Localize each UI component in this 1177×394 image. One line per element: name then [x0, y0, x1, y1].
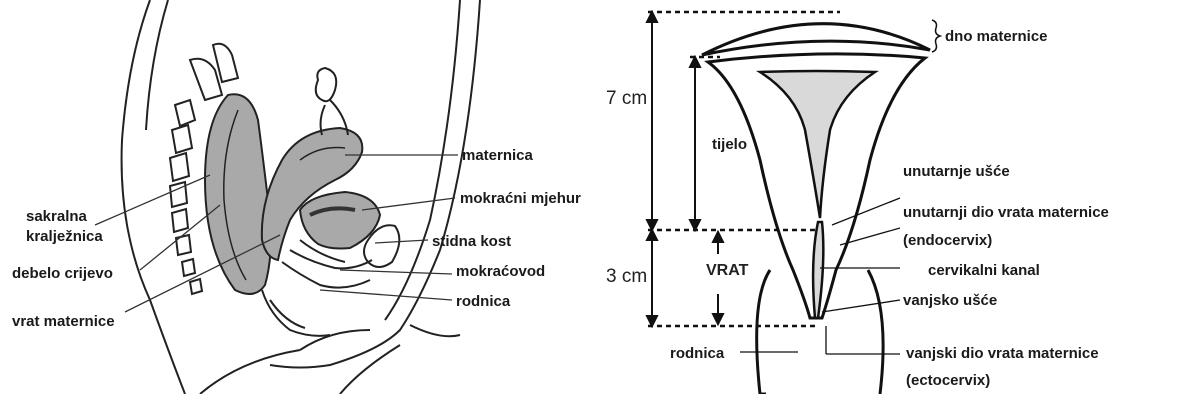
label-unutarnji-dio-1: unutarnji dio vrata maternice — [903, 204, 1109, 221]
label-unutarnji-dio-2: (endocervix) — [903, 232, 992, 249]
leader-mokracovod — [340, 270, 452, 274]
leader-rodnica — [320, 290, 452, 300]
label-rodnica-right: rodnica — [670, 345, 724, 362]
label-vrat: VRAT — [706, 262, 748, 280]
leader-debelo-crijevo — [140, 205, 220, 270]
measure-7cm: 7 cm — [606, 88, 647, 110]
label-rodnica-left: rodnica — [456, 293, 510, 310]
uterus-illustration — [600, 0, 1177, 394]
label-mokracni-mjehur: mokraćni mjehur — [460, 190, 581, 207]
label-vanjski-dio-1: vanjski dio vrata maternice — [906, 345, 1099, 362]
label-vanjski-dio-2: (ectocervix) — [906, 372, 990, 389]
label-stidna-kost: stidna kost — [432, 233, 511, 250]
label-unutarnje-usce: unutarnje ušće — [903, 163, 1010, 180]
label-debelo-crijevo: debelo crijevo — [12, 265, 113, 282]
label-sakralna: sakralna — [26, 208, 87, 225]
label-vrat-maternice: vrat maternice — [12, 313, 115, 330]
label-tijelo: tijelo — [712, 136, 747, 153]
measure-3cm: 3 cm — [606, 266, 647, 288]
label-maternica: maternica — [462, 147, 533, 164]
leader-mokracni-mjehur — [362, 198, 455, 210]
uterus-coronal-diagram: 7 cm 3 cm VRAT dno maternice tijelo unut… — [600, 0, 1177, 394]
label-dno-maternice: dno maternice — [945, 28, 1048, 45]
label-vanjsko-usce: vanjsko ušće — [903, 292, 997, 309]
sagittal-pelvis-diagram: sakralna kralježnica debelo crijevo vrat… — [0, 0, 600, 394]
label-cervikalni-kanal: cervikalni kanal — [928, 262, 1040, 279]
leader-sakralna — [95, 175, 210, 225]
label-mokracovod: mokraćovod — [456, 263, 545, 280]
label-kraljeznica: kralježnica — [26, 228, 103, 245]
